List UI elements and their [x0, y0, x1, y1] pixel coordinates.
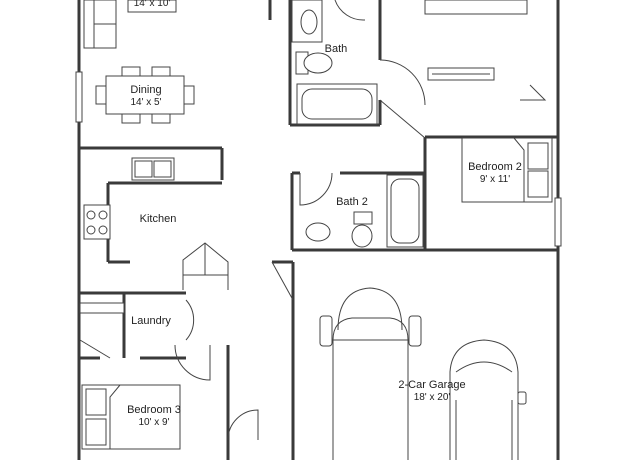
bedroom-top-bed [424, 0, 528, 15]
sofa [83, 0, 117, 49]
garage-car [449, 339, 527, 460]
bedroom3-dimensions: 10' x 9' [138, 417, 169, 428]
bath2-label: Bath 2 [336, 196, 368, 208]
dining-label: Dining [130, 84, 161, 96]
bedroom2-label: Bedroom 2 [468, 161, 522, 173]
dining-dimensions: 14' x 5' [130, 97, 161, 108]
garage-label: 2-Car Garage [398, 379, 465, 391]
living-dimensions: 14' x 10' [134, 0, 171, 9]
bath2-sink [305, 222, 331, 242]
kitchen-island [182, 242, 229, 290]
bedroom3-bed [81, 384, 181, 450]
door-swings [79, 0, 547, 441]
bath2-toilet [351, 211, 373, 248]
dining-table [95, 66, 195, 124]
bath-vanity [291, 0, 323, 43]
bath-toilet [295, 51, 333, 75]
bath2-tub [386, 174, 424, 248]
walls [77, 0, 560, 460]
stove [83, 204, 111, 240]
bathtub [296, 83, 378, 125]
bedroom2-bed [461, 137, 553, 203]
kitchen-label: Kitchen [140, 213, 177, 225]
garage-van [319, 287, 422, 460]
laundry-shelf [79, 302, 125, 314]
kitchen-sink [131, 157, 175, 181]
bath-label: Bath [325, 43, 348, 55]
laundry-label: Laundry [131, 315, 171, 327]
living-rug [127, 0, 177, 13]
bedroom3-label: Bedroom 3 [127, 404, 181, 416]
windows [75, 71, 562, 247]
garage-dimensions: 18' x 20' [414, 392, 451, 403]
bedroom2-dimensions: 9' x 11' [480, 174, 510, 185]
